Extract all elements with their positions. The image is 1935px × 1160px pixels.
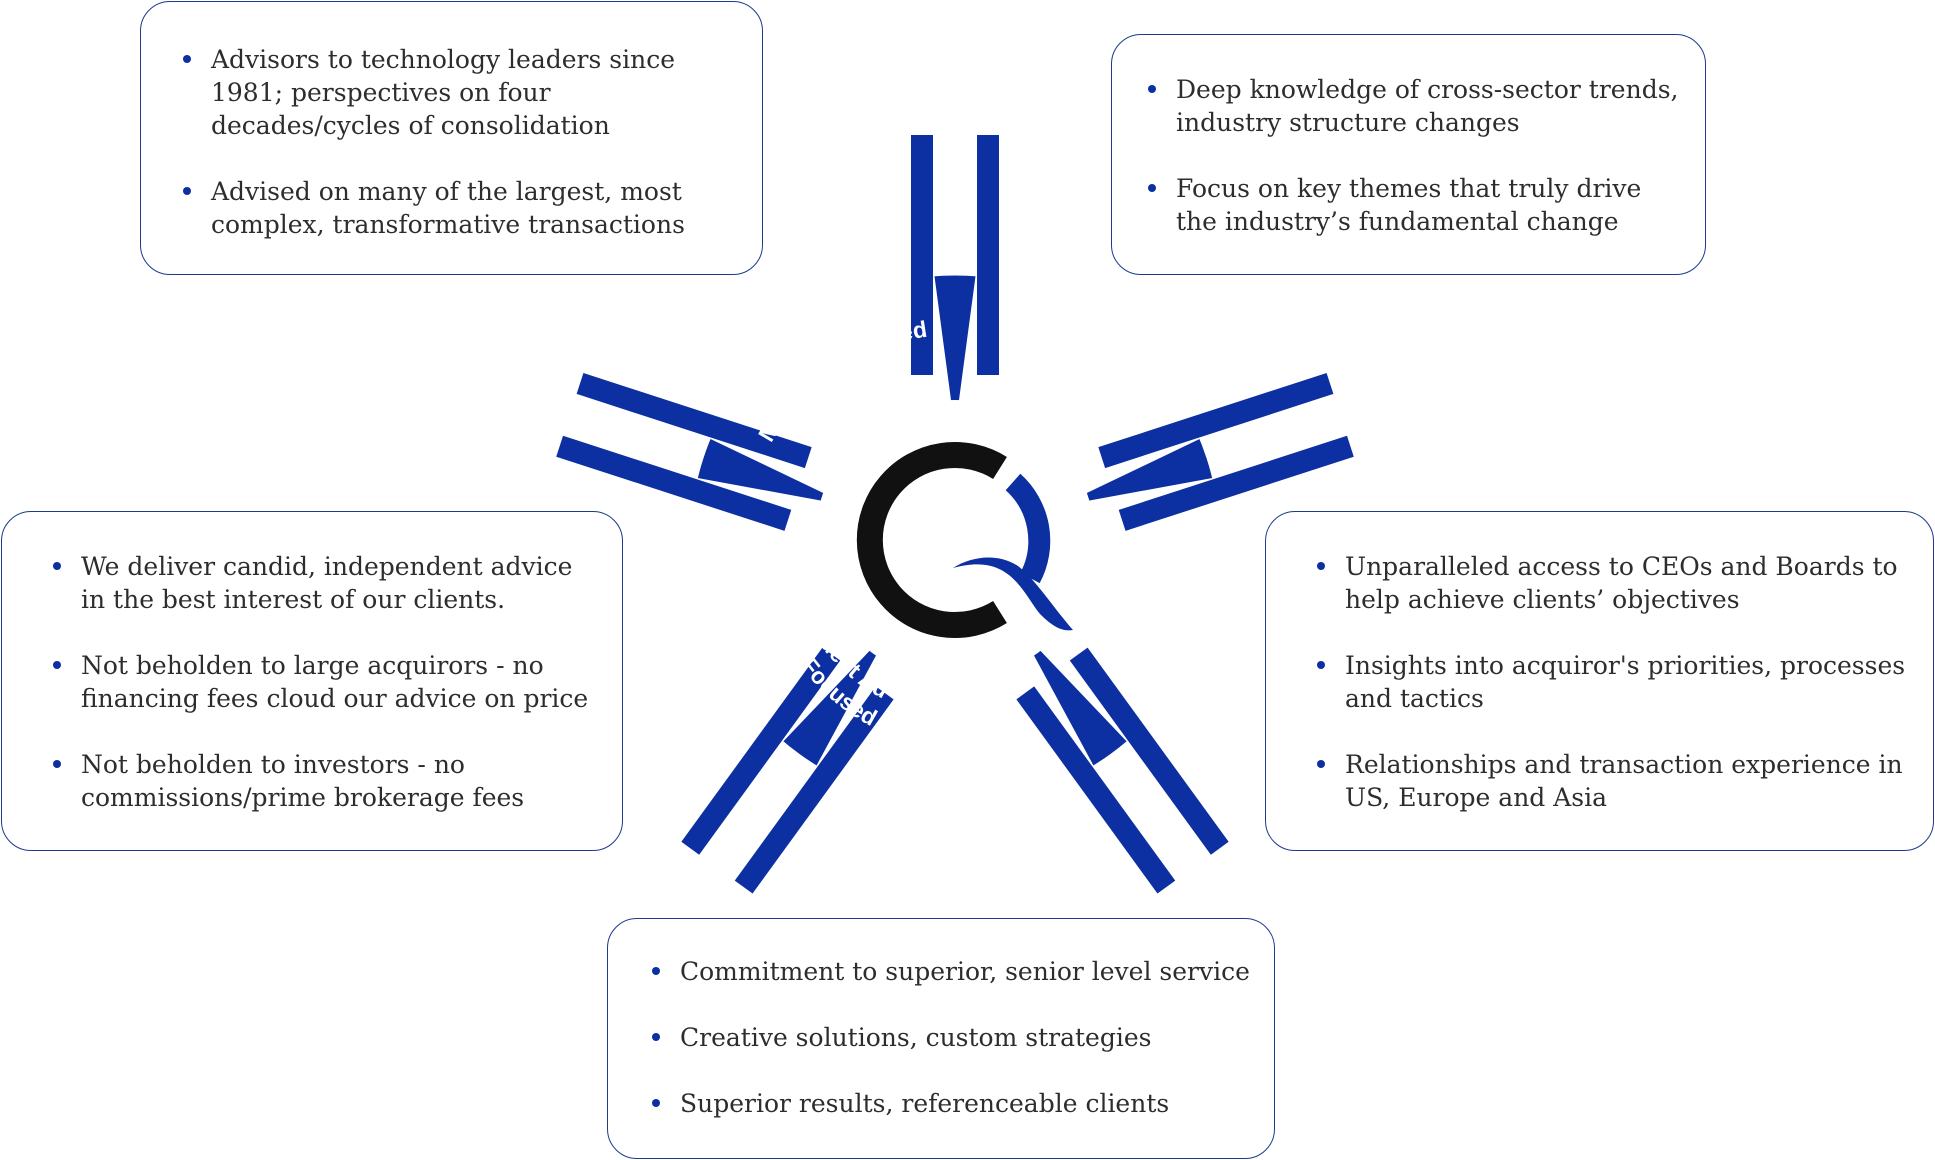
card-client-focused-advice: We deliver candid, independent advice in…: [1, 511, 623, 851]
list-item: Advised on many of the largest, most com…: [177, 175, 728, 241]
list-item: We deliver candid, independent advice in…: [47, 550, 602, 616]
wheel-center: [815, 400, 1095, 680]
card-bullet-list: Advisors to technology leaders since 198…: [177, 43, 728, 241]
list-item: Commitment to superior, senior level ser…: [646, 955, 1254, 988]
list-item: Insights into acquiror's priorities, pro…: [1311, 649, 1913, 715]
card-domain-experts: Deep knowledge of cross-sector trends, i…: [1111, 34, 1706, 275]
card-most-experienced-advisors: Advisors to technology leaders since 198…: [140, 1, 763, 275]
card-bullet-list: We deliver candid, independent advice in…: [47, 550, 602, 814]
card-bullet-list: Commitment to superior, senior level ser…: [646, 955, 1254, 1120]
card-bullet-list: Deep knowledge of cross-sector trends, i…: [1142, 73, 1685, 238]
label-passion-line2: Excellence: [897, 701, 1017, 736]
list-item: Creative solutions, custom strategies: [646, 1021, 1254, 1054]
list-item: Superior results, referenceable clients: [646, 1087, 1254, 1120]
label-passion-line1: Passion For: [890, 732, 1023, 768]
list-item: Unparalleled access to CEOs and Boards t…: [1311, 550, 1913, 616]
list-item: Advisors to technology leaders since 198…: [177, 43, 728, 142]
card-bullet-list: Unparalleled access to CEOs and Boards t…: [1311, 550, 1913, 814]
list-item: Focus on key themes that truly drive the…: [1142, 172, 1685, 238]
card-passion-for-excellence: Commitment to superior, senior level ser…: [607, 918, 1275, 1159]
card-vast-global-network: Unparalleled access to CEOs and Boards t…: [1265, 511, 1934, 851]
list-item: Deep knowledge of cross-sector trends, i…: [1142, 73, 1685, 139]
list-item: Relationships and transaction experience…: [1311, 748, 1913, 814]
list-item: Not beholden to investors - no commissio…: [47, 748, 602, 814]
q-logo-icon: [856, 442, 1073, 638]
list-item: Not beholden to large acquirors - no fin…: [47, 649, 602, 715]
